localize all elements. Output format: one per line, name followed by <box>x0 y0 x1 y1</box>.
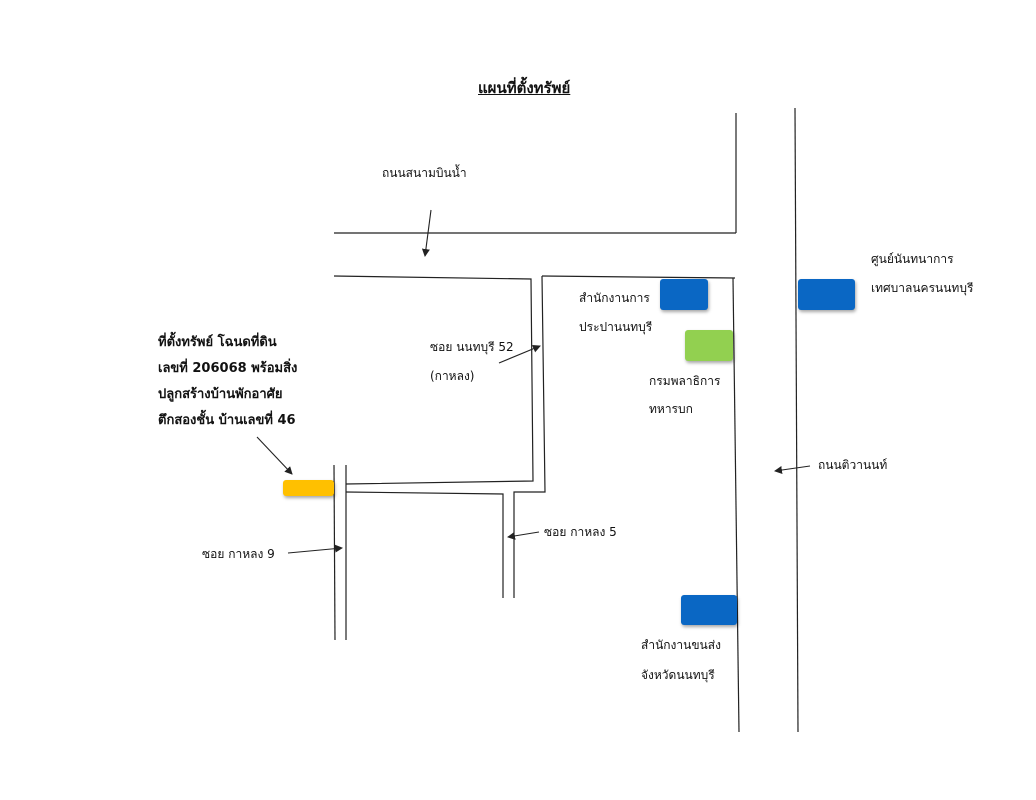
arrow-property <box>256 436 293 475</box>
place-label-army-line2: ทหารบก <box>649 402 693 416</box>
arrow-soi-kalong-9 <box>287 544 343 554</box>
road-tiwanon-east-edge <box>794 107 799 733</box>
block-outline <box>333 275 534 485</box>
property-line-3: ปลูกสร้างบ้านพักอาศัย <box>158 387 283 402</box>
arrow-soi-kalong-5 <box>507 531 540 540</box>
arrow-tiwanon <box>774 465 811 474</box>
road-tiwanon-west-edge <box>732 277 740 733</box>
road-label-soi-52: ซอย นนทบุรี 52 <box>430 340 514 354</box>
place-label-transport-line2: จังหวัดนนทบุรี <box>641 668 715 682</box>
place-label-recreation-line1: ศูนย์นันทนาการ <box>871 252 954 266</box>
marker-municipal-recreation <box>798 279 855 310</box>
marker-transport-office <box>681 595 737 625</box>
map-title: แผนที่ตั้งทรัพย์ <box>478 79 571 97</box>
road-label-sanambinnam: ถนนสนามบินน้ำ <box>382 166 467 180</box>
road-label-tiwanon: ถนนติวานนท์ <box>818 458 888 472</box>
marker-provincial-waterworks <box>660 279 708 310</box>
marker-property <box>283 480 334 496</box>
place-label-waterworks-line2: ประปานนทบุรี <box>579 320 653 334</box>
marker-army-welfare <box>685 330 733 361</box>
arrow-sanambinnam <box>421 209 432 257</box>
place-label-waterworks-line1: สำนักงานการ <box>579 291 650 305</box>
road-soi-52-east-edge <box>541 275 736 279</box>
property-line-1: ที่ตั้งทรัพย์ โฉนดที่ดิน <box>158 335 277 350</box>
place-label-recreation-line2: เทศบาลนครนนทบุรี <box>871 281 974 295</box>
road-soi-kalong-5 <box>345 491 504 598</box>
property-line-2: เลขที่ 206068 พร้อมสิ่ง <box>158 361 298 376</box>
road-soi-kalong-9-west <box>333 464 336 641</box>
road-label-soi-52-sub: (กาหลง) <box>430 369 475 383</box>
property-description: ที่ตั้งทรัพย์ โฉนดที่ดิน เลขที่ 206068 พ… <box>158 330 323 434</box>
road-label-soi-kalong-9: ซอย กาหลง 9 <box>202 547 275 561</box>
place-label-army-line1: กรมพลาธิการ <box>649 374 721 388</box>
road-soi-52-inner <box>513 275 546 598</box>
arrow-soi-52 <box>498 344 541 364</box>
place-label-transport-line1: สำนักงานขนส่ง <box>641 638 721 652</box>
property-line-4: ตึกสองชั้น บ้านเลขที่ 46 <box>158 413 296 428</box>
road-label-soi-kalong-5: ซอย กาหลง 5 <box>544 525 617 539</box>
